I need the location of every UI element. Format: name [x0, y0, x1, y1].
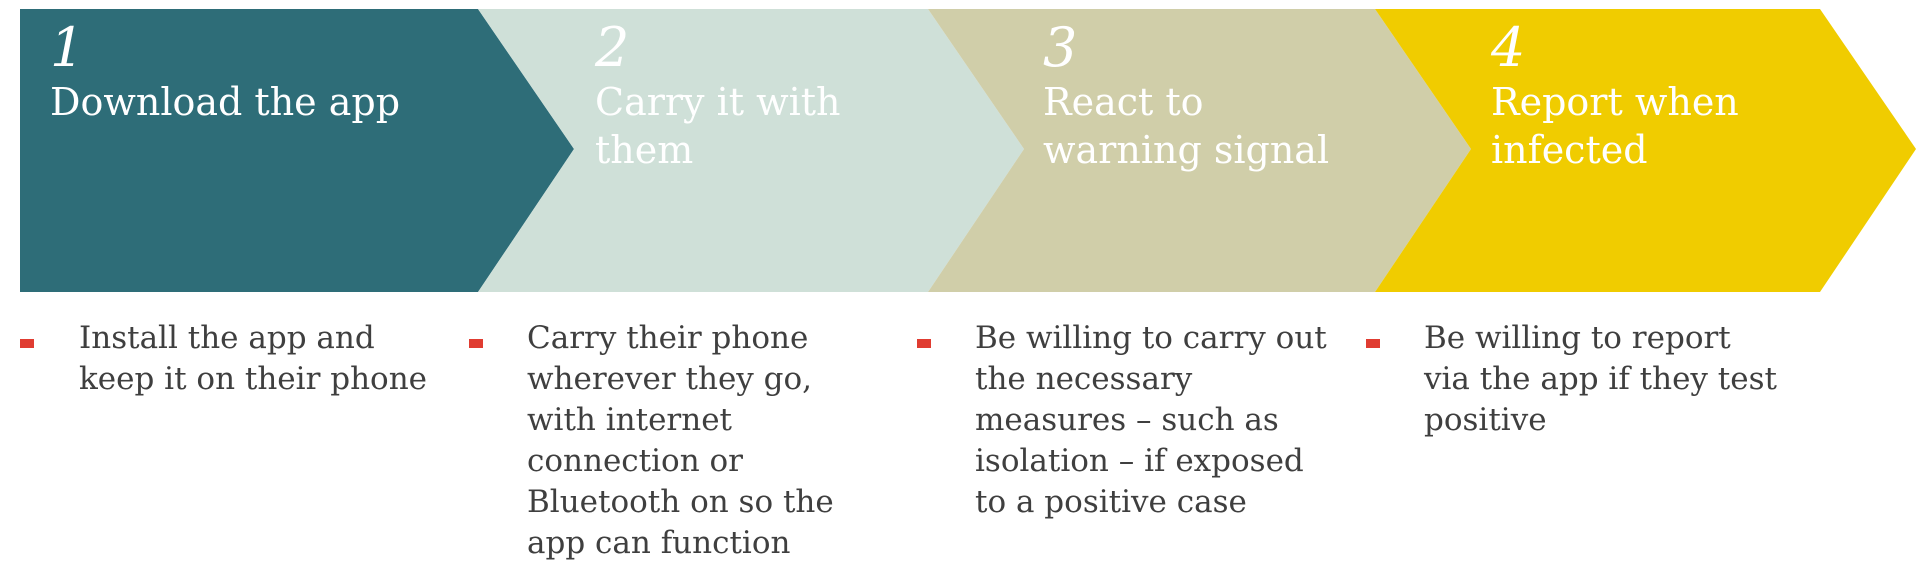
- bullet-step-3: [917, 339, 931, 348]
- step-2-number: 2: [595, 16, 630, 79]
- step-1-title: Download the app: [50, 80, 401, 124]
- bullet-step-4: [1366, 339, 1380, 348]
- step-2-header: 2 Carry it with them: [595, 18, 1015, 174]
- step-1-number: 1: [50, 16, 85, 79]
- step-3-title: React to warning signal: [1043, 80, 1330, 172]
- step-3-header: 3 React to warning signal: [1043, 18, 1463, 174]
- step-2-description: Carry their phone wherever they go, with…: [527, 320, 834, 561]
- bullet-step-1: [20, 339, 34, 348]
- chevron-step-1: [20, 9, 574, 292]
- step-4-header: 4 Report when infected: [1491, 18, 1911, 174]
- step-3-number: 3: [1043, 16, 1078, 79]
- step-1-header: 1 Download the app: [50, 18, 470, 126]
- chevron-step-2: [478, 9, 1024, 292]
- chevron-step-4: [1375, 9, 1916, 292]
- step-2-title: Carry it with them: [595, 80, 841, 172]
- step-3-description: Be willing to carry out the necessary me…: [975, 320, 1327, 520]
- step-4-description: Be willing to report via the app if they…: [1424, 320, 1777, 438]
- bullet-step-2: [469, 339, 483, 348]
- step-4-title: Report when infected: [1491, 80, 1739, 172]
- chevron-step-3: [928, 9, 1471, 292]
- step-1-description: Install the app and keep it on their pho…: [79, 320, 428, 397]
- process-chevrons: [20, 9, 1916, 292]
- step-4-number: 4: [1491, 16, 1526, 79]
